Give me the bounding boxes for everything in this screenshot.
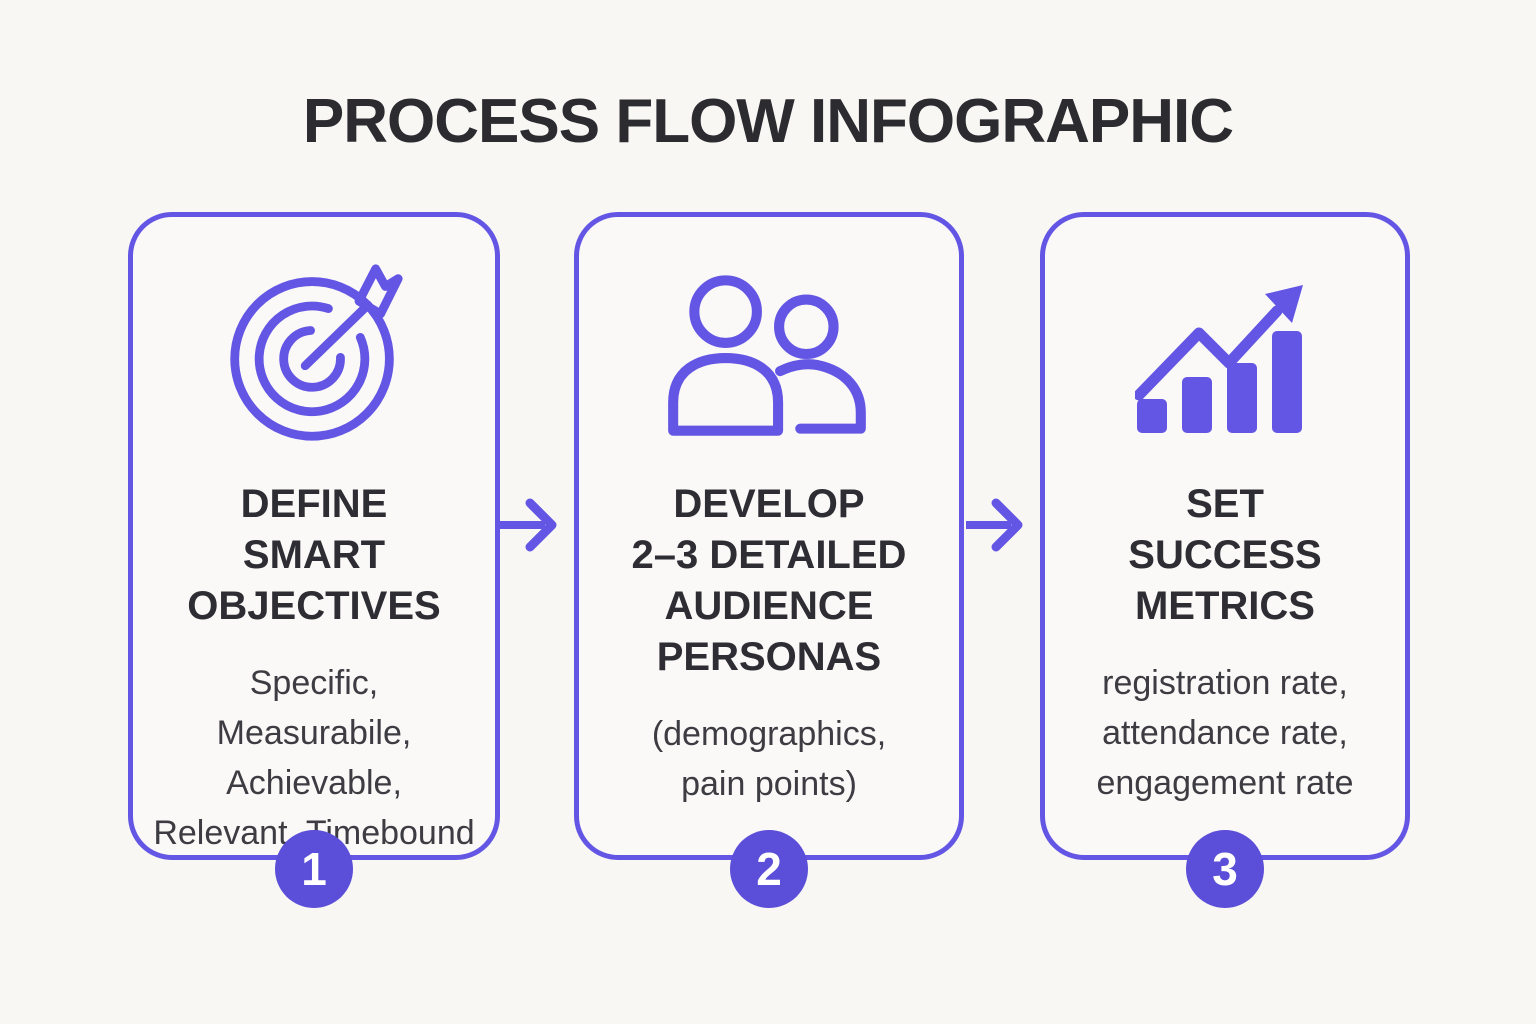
card-body: Specific, Measurabile, Achievable, Relev…: [153, 664, 475, 852]
step-card-success-metrics: SET SUCCESS METRICS registration rate, a…: [1040, 212, 1410, 908]
bar-chart-growth-icon: [1135, 262, 1315, 447]
step-number-badge: 3: [1186, 830, 1264, 908]
target-icon: [221, 262, 407, 447]
step-number-badge: 2: [730, 830, 808, 908]
card-heading: DEVELOP 2–3 DETAILED AUDIENCE PERSONAS: [631, 482, 907, 679]
flow-arrow-right-1: [500, 498, 557, 552]
personas-icon: [653, 262, 885, 447]
step-number-badge: 1: [275, 830, 353, 908]
card-heading: SET SUCCESS METRICS: [1128, 482, 1322, 628]
page-title: PROCESS FLOW INFOGRAPHIC: [302, 87, 1234, 156]
flow-arrow-right-2: [966, 498, 1023, 552]
step-card-define-objectives: DEFINE SMART OBJECTIVES Specific, Measur…: [128, 212, 500, 908]
card-body: registration rate, attendance rate, enga…: [1096, 664, 1354, 802]
step-card-audience-personas: DEVELOP 2–3 DETAILED AUDIENCE PERSONAS (…: [574, 212, 964, 908]
card-body: (demographics, pain points): [651, 715, 887, 803]
card-heading: DEFINE SMART OBJECTIVES: [187, 482, 441, 628]
